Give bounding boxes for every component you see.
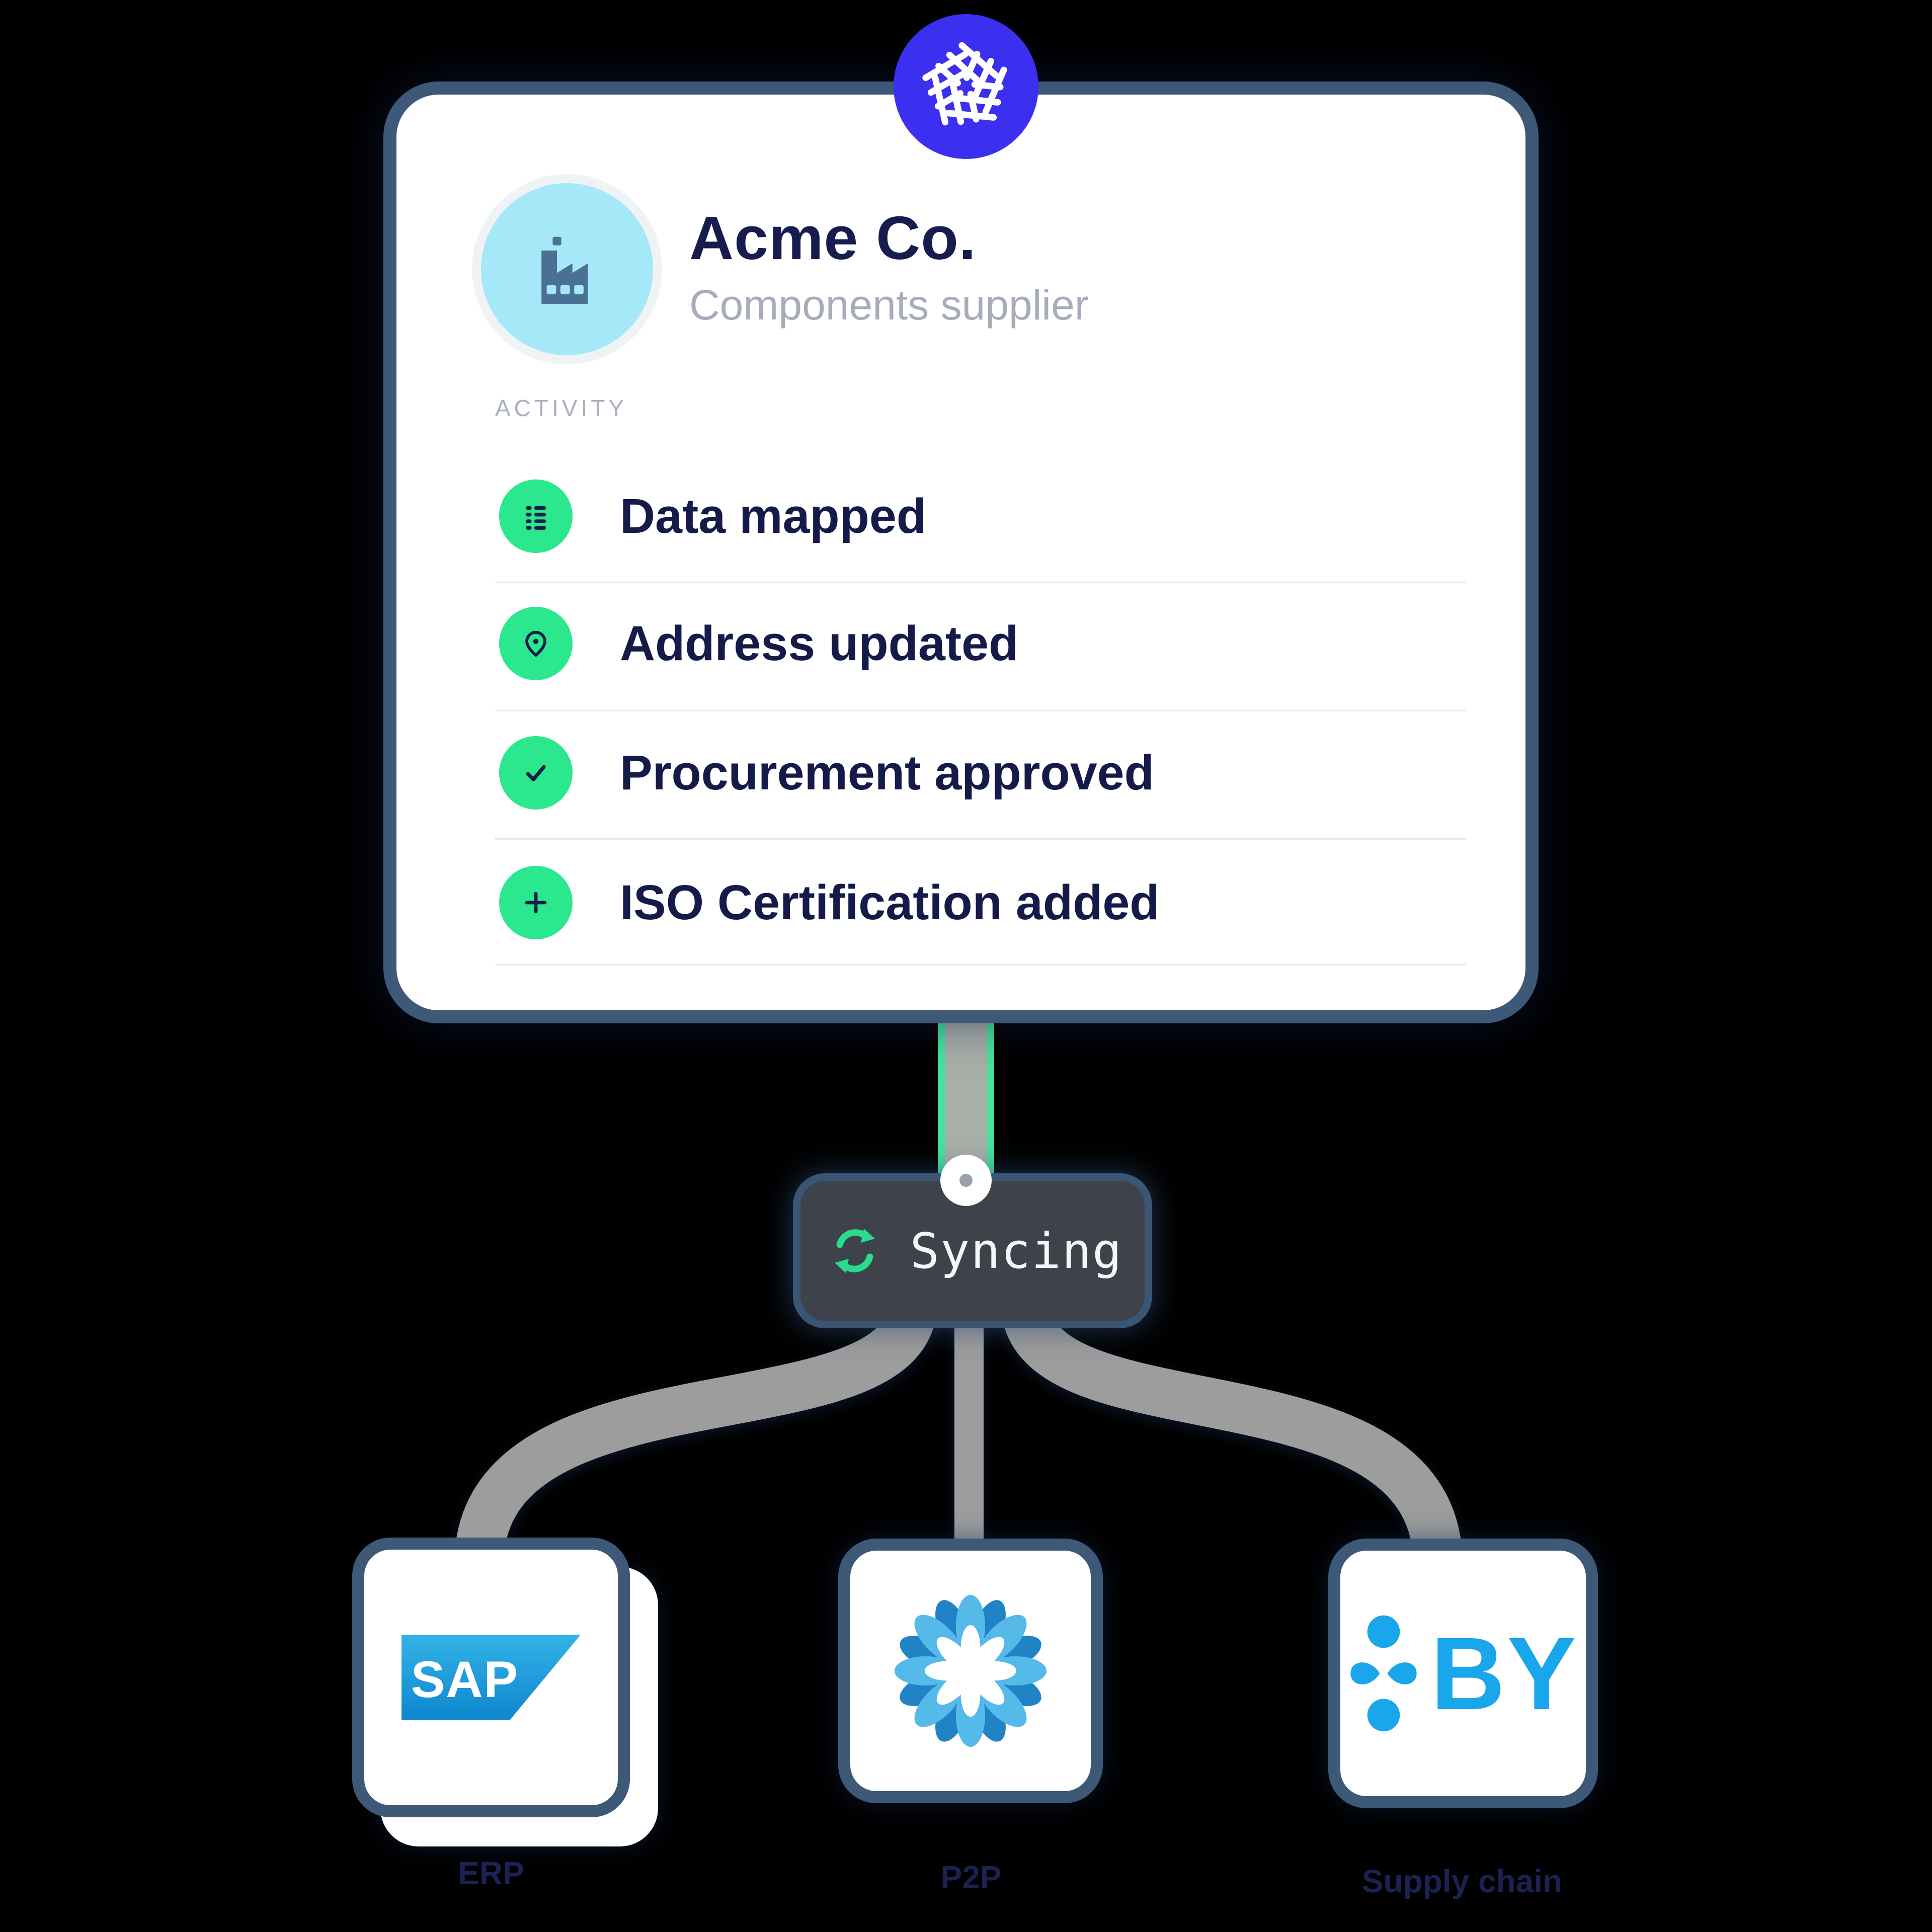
activity-row-label: Data mapped <box>620 489 927 543</box>
row-divider <box>495 838 1466 840</box>
sap-logo: SAP <box>401 1635 581 1720</box>
avatar <box>481 183 653 355</box>
activity-row-label: Address updated <box>620 616 1019 671</box>
row-divider <box>495 710 1466 711</box>
sap-logo-text: SAP <box>411 1651 519 1708</box>
row-divider <box>495 964 1466 965</box>
activity-row: ISO Certification added <box>499 866 1160 939</box>
location-pin-icon <box>499 607 573 680</box>
row-divider <box>495 582 1466 583</box>
integration-card-supply-chain: BY <box>1328 1539 1598 1808</box>
integration-label-supply-chain: Supply chain <box>1361 1863 1563 1899</box>
activity-section-label: ACTIVITY <box>495 395 628 421</box>
activity-row: Procurement approved <box>499 736 1154 810</box>
supplier-name: Acme Co. <box>689 204 977 272</box>
sync-connector-tube <box>938 1021 994 1180</box>
checkmark-icon <box>499 736 573 810</box>
pinwheel-icon <box>922 42 1007 126</box>
brand-pinwheel-logo <box>894 14 1038 159</box>
supplier-card: Acme Co. Components supplier ACTIVITY Da… <box>383 82 1539 1023</box>
sync-arrows-icon <box>834 1229 875 1273</box>
sync-status-text: Syncing <box>910 1222 1123 1279</box>
stacked-card-front: SAP <box>352 1538 630 1817</box>
activity-row: Address updated <box>499 607 1018 680</box>
data-rows-icon <box>499 479 573 553</box>
activity-row-label: Procurement approved <box>620 745 1154 800</box>
sync-pivot-dot <box>940 1155 992 1206</box>
blue-yonder-mark <box>1350 1615 1417 1732</box>
activity-row-label: ISO Certification added <box>620 875 1160 930</box>
integration-card-erp: SAP <box>352 1538 660 1848</box>
blue-yonder-logo-text: BY <box>1430 1616 1578 1731</box>
factory-icon <box>541 236 588 304</box>
supplier-subtitle: Components supplier <box>689 281 1089 329</box>
plus-icon <box>499 866 573 939</box>
coupa-flower-logo <box>894 1594 1047 1747</box>
integration-card-p2p <box>838 1539 1103 1803</box>
integration-label-erp: ERP <box>458 1855 524 1891</box>
integration-label-p2p: P2P <box>940 1859 1002 1895</box>
activity-row: Data mapped <box>499 479 926 553</box>
